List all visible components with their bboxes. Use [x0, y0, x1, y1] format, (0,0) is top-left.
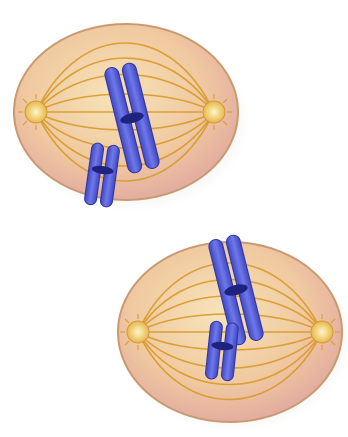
- cell-bottom: [118, 234, 348, 432]
- cell-top: [14, 24, 250, 212]
